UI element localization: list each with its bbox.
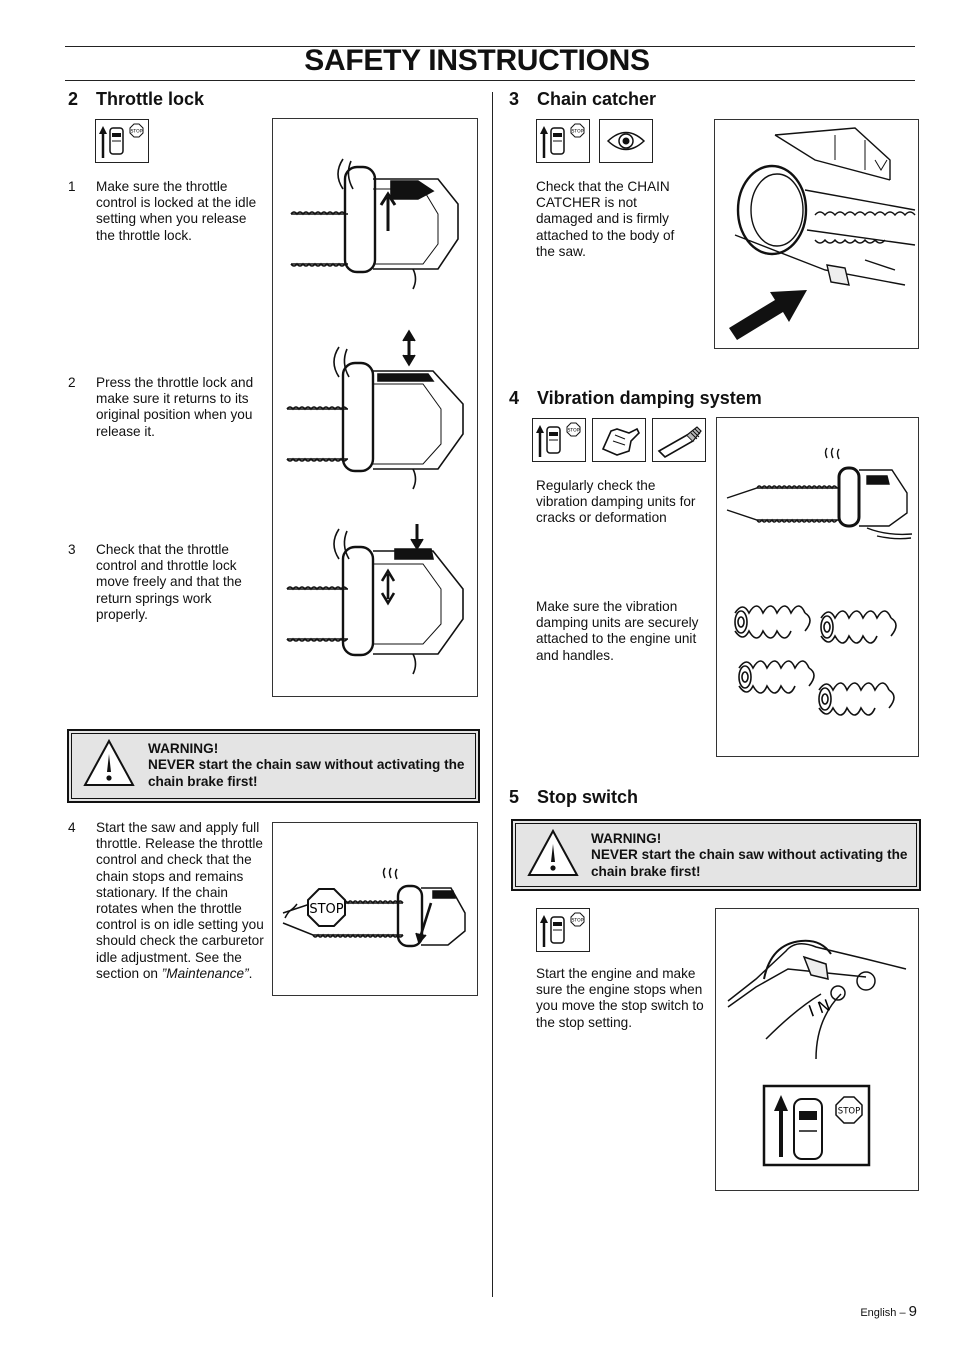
stop-sign-text: STOP (572, 129, 584, 135)
stop-switch-icon: STOP (532, 418, 586, 462)
stop-sign-text: STOP (131, 129, 143, 135)
step-3: 3 Check that the throttle control and th… (68, 542, 268, 632)
chainsaw-drawing-1 (290, 158, 459, 290)
step-text: Check that the throttle control and thro… (96, 542, 242, 622)
brush-icon (652, 418, 706, 462)
section-title: Throttle lock (96, 89, 205, 109)
vibration-damping-illustration (716, 417, 919, 757)
damping-spring-drawings (734, 605, 897, 716)
throttle-lock-illustration (272, 118, 478, 697)
step-2: 2 Press the throttle lock and make sure … (68, 375, 268, 445)
warning-title: WARNING! (591, 831, 662, 846)
warning-text: NEVER start the chain saw without activa… (591, 847, 908, 879)
stop-switch-text: Start the engine and make sure the engin… (536, 966, 704, 1030)
section-title: Stop switch (537, 787, 639, 807)
warning-text: NEVER start the chain saw without activa… (148, 757, 465, 789)
warning-box-left: WARNING! NEVER start the chain saw witho… (67, 729, 480, 803)
step-text-end: . (248, 965, 253, 981)
page-title: SAFETY INSTRUCTIONS (304, 44, 650, 77)
stop-sign-icon (307, 888, 346, 927)
step-4: 4 Start the saw and apply full throttle.… (68, 820, 268, 1000)
warning-triangle-icon (83, 738, 135, 786)
eye-inspect-icon (599, 119, 653, 163)
full-throttle-illustration: STOP (272, 822, 478, 996)
stop-switch-closeup-icon: STOP (762, 1084, 871, 1167)
step-1: 1 Make sure the throttle control is lock… (68, 179, 268, 249)
vibration-text-1: Regularly check the vibration damping un… (536, 478, 696, 526)
section-number: 5 (509, 787, 520, 807)
stop-switch-icon: STOP (536, 119, 590, 163)
title-rule (65, 80, 915, 81)
warning-triangle-icon (527, 828, 579, 876)
stop-sign-label: STOP (838, 1107, 860, 1117)
chainsaw-drawing-2 (286, 329, 464, 490)
vibration-text-2: Make sure the vibration damping units ar… (536, 599, 699, 663)
chainsaw-drawing-3 (286, 524, 464, 675)
section-number: 4 (509, 388, 520, 408)
section-chain-catcher-heading: 3 Chain catcher (509, 89, 656, 110)
page-number: 9 (908, 1303, 917, 1320)
warning-box-right: WARNING! NEVER start the chain saw witho… (511, 819, 921, 891)
stop-switch-icon: STOP (536, 908, 590, 952)
footer-language: English – (860, 1307, 906, 1319)
column-divider (492, 92, 493, 1297)
step-number: 4 (68, 820, 76, 835)
section-number: 3 (509, 89, 520, 109)
step-text: Start the saw and apply full throttle. R… (96, 820, 264, 981)
step-number: 2 (68, 375, 76, 390)
glove-icon (592, 418, 646, 462)
section-throttle-lock-heading: 2 Throttle lock (68, 89, 204, 110)
arrow-icon (729, 290, 807, 340)
chain-catcher-text: Check that the CHAIN CATCHER is not dama… (536, 179, 675, 259)
step-number: 1 (68, 179, 76, 194)
step-number: 3 (68, 542, 76, 557)
section-title: Vibration damping system (537, 388, 762, 408)
step-text: Press the throttle lock and make sure it… (96, 375, 254, 439)
top-rule (65, 46, 915, 47)
chain-catcher-illustration (714, 119, 919, 349)
stop-switch-illustration: I N STOP (715, 908, 919, 1191)
stop-sign-text: STOP (568, 428, 580, 434)
section-vibration-heading: 4 Vibration damping system (509, 388, 762, 409)
section-stop-switch-heading: 5 Stop switch (509, 787, 638, 808)
stop-sign-text: STOP (572, 918, 584, 924)
section-title: Chain catcher (537, 89, 657, 109)
step-text: Make sure the throttle control is locked… (96, 179, 257, 243)
section-number: 2 (68, 89, 79, 109)
warning-title: WARNING! (148, 741, 219, 756)
switch-position-marks: I N (806, 995, 833, 1020)
maintenance-reference: ”Maintenance” (161, 965, 249, 981)
page-footer: English – 9 (860, 1303, 917, 1320)
stop-switch-icon: STOP (95, 119, 149, 163)
stop-sign-label: STOP (309, 902, 343, 917)
